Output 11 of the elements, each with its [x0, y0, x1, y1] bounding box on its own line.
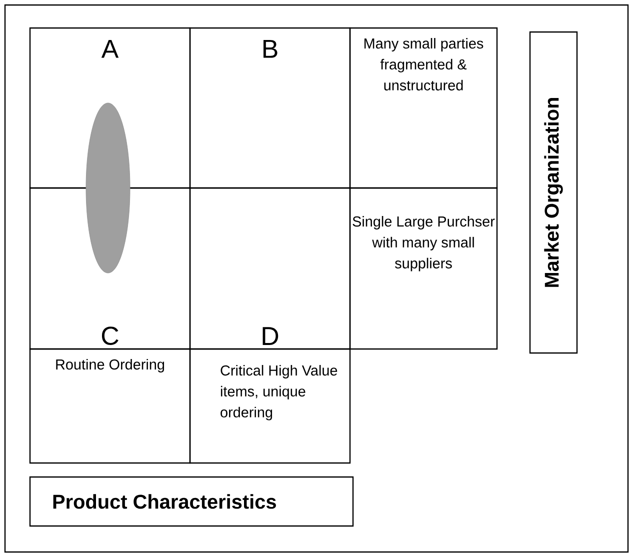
grid-cell: D [189, 187, 351, 350]
grid-cell: Many small parties fragmented & unstructured [349, 27, 498, 189]
axis-label-box: Market Organization [529, 31, 578, 354]
grid-cell: A [29, 27, 191, 189]
grid-cell: Routine Ordering [29, 348, 191, 464]
grid-cell: Single Large Purchser with many small suppliers [349, 187, 498, 350]
grid-cell: B [189, 27, 351, 189]
ellipse-marker [86, 102, 130, 274]
grid-cell: C [29, 187, 191, 350]
axis-label-box: Product Characteristics [29, 476, 354, 527]
grid-cell: Critical High Value items, unique ordering [189, 348, 351, 464]
